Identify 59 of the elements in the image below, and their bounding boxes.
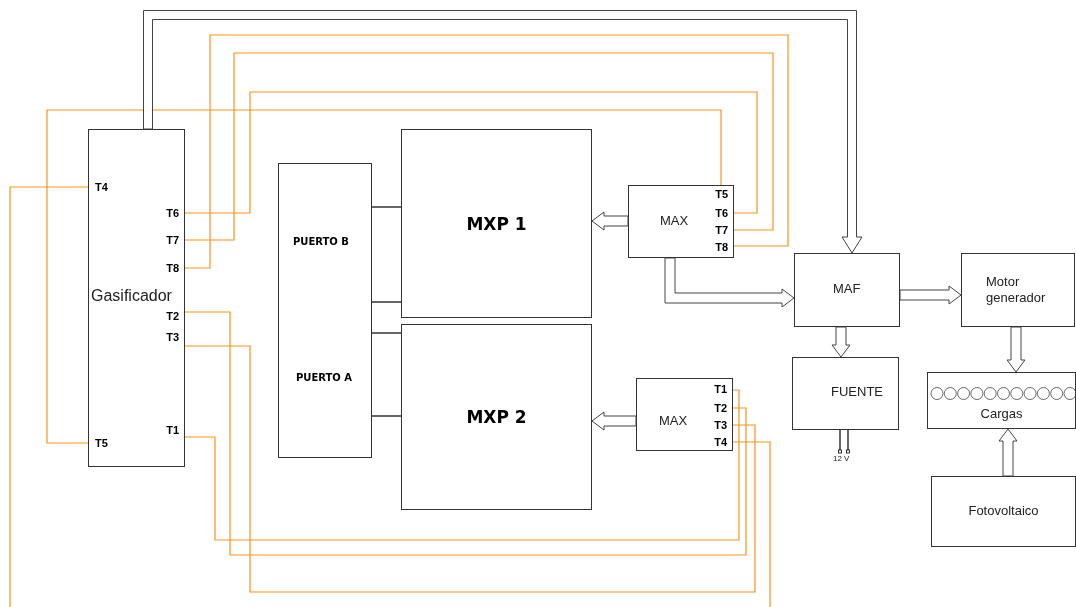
block-label: PUERTO B (293, 236, 349, 247)
block-label: Fotovoltaico (967, 504, 1040, 519)
block-arrow (664, 257, 795, 308)
block-arrow (1006, 326, 1026, 373)
wire (371, 206, 402, 208)
block-label: MAF (833, 282, 861, 297)
wire (184, 52, 774, 241)
block-label: MAX (659, 414, 688, 429)
terminal-label: T8 (140, 260, 185, 276)
terminal-label: T8 (680, 239, 734, 255)
wire (732, 441, 771, 607)
block-box (628, 185, 734, 258)
terminal-label: T3 (150, 329, 185, 348)
terminal-label: T1 (150, 422, 185, 440)
block-box (636, 378, 733, 451)
terminal-label: T4 (686, 434, 733, 450)
block-box (401, 129, 592, 318)
block-box (401, 324, 592, 510)
block-box (961, 253, 1075, 327)
block-box (927, 372, 1076, 429)
wire (184, 389, 740, 541)
block-box (88, 129, 185, 467)
wire (184, 34, 789, 269)
wire (371, 415, 402, 417)
terminal-label: T1 (686, 381, 733, 399)
wire (9, 186, 89, 607)
block-label: MXP 1 (466, 214, 527, 233)
voltage-label: 12 V (833, 455, 850, 464)
terminal-label: T7 (140, 232, 185, 248)
terminal-label: T4 (88, 179, 122, 195)
block-label: Cargas (979, 407, 1024, 422)
terminal-label: T2 (150, 308, 185, 326)
block-arrow (143, 10, 863, 254)
block-box (792, 357, 899, 430)
block-label: MXP 2 (466, 407, 527, 427)
block-label: FUENTE (831, 385, 883, 400)
block-box (931, 476, 1076, 547)
block-label: Motor generador (986, 274, 1047, 307)
terminal-label: T2 (686, 400, 733, 416)
block-arrow (998, 428, 1018, 477)
block-arrow (831, 326, 851, 358)
block-box (278, 163, 372, 458)
wire (371, 301, 402, 303)
terminal-label: T3 (686, 417, 733, 433)
block-label: PUERTO A (296, 372, 353, 383)
wire (371, 332, 402, 334)
wire (184, 345, 756, 593)
block-arrow (899, 285, 962, 305)
terminal-label: T6 (140, 205, 185, 221)
block-box (794, 253, 900, 327)
terminal-label: T5 (680, 186, 734, 201)
block-label: MAX (660, 214, 689, 229)
block-arrow (591, 211, 629, 231)
wire (184, 311, 747, 556)
wire (46, 109, 722, 444)
block-label: Gasificador (91, 287, 172, 305)
wire (184, 91, 758, 214)
terminal-label: T5 (88, 435, 122, 451)
block-arrow (591, 411, 637, 431)
